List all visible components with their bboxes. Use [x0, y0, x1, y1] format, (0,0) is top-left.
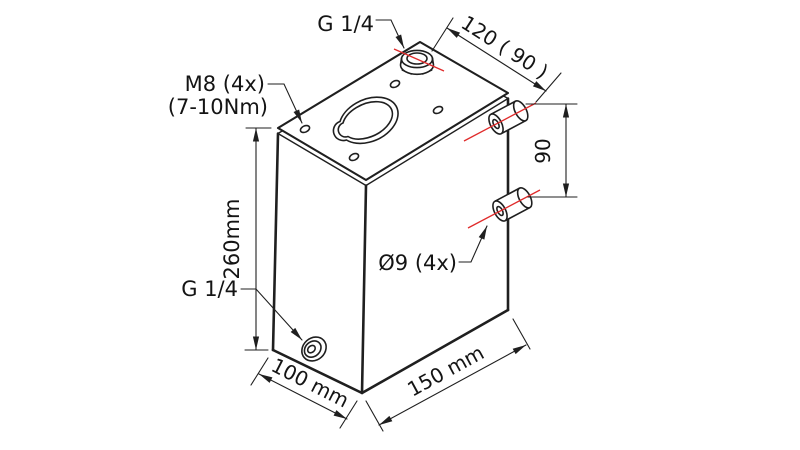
- mount-holes-text: Ø9 (4x): [378, 251, 457, 275]
- lower-boss-centerline: [467, 189, 541, 229]
- dim-90-text: 90: [531, 138, 555, 163]
- label-port-side: G 1/4: [181, 277, 303, 341]
- side-port: [301, 336, 327, 362]
- tank-bottom-edges: [271, 308, 510, 395]
- m8-hole-2: [389, 79, 401, 89]
- centerlines: [393, 48, 541, 229]
- dim-150-ext-lines: [365, 318, 531, 432]
- mount-bolts-leader: [267, 83, 303, 124]
- pump-opening-outer: [332, 96, 399, 145]
- mount-bolts-text: M8 (4x): [185, 72, 265, 96]
- dim-100-ext-lines: [250, 357, 358, 429]
- m8-hole-4: [348, 152, 360, 162]
- dim-120-ext-lines: [431, 17, 562, 103]
- label-mount-holes: Ø9 (4x): [378, 225, 488, 275]
- mount-torque-text: (7-10Nm): [168, 95, 268, 119]
- dim-120-line: [446, 27, 547, 92]
- port-top-text: G 1/4: [317, 12, 374, 36]
- m8-hole-3: [432, 105, 444, 115]
- port-side-text: G 1/4: [181, 277, 238, 301]
- dimension-260: 260mm: [220, 127, 272, 351]
- dim-150-line: [378, 344, 527, 426]
- dim-260-text: 260mm: [220, 199, 244, 280]
- label-port-top: G 1/4: [317, 12, 405, 49]
- tank-front-edge: [360, 184, 368, 395]
- mount-holes-leader: [458, 225, 488, 263]
- port-top-leader: [375, 19, 405, 49]
- port-side-leader: [240, 288, 303, 341]
- plug-centerline: [393, 48, 445, 72]
- dim-100-line: [258, 373, 348, 420]
- upper-boss-centerline: [463, 102, 537, 142]
- dimension-150: 150 mm: [365, 318, 531, 432]
- tank-left-edge: [271, 132, 280, 352]
- label-mount-bolts: M8 (4x) (7-10Nm): [168, 72, 303, 124]
- tank-top-face: [276, 40, 510, 182]
- dimension-90: 90: [525, 103, 578, 198]
- dim-150-text: 150 mm: [403, 340, 488, 401]
- dim-260-ext-lines: [244, 127, 272, 351]
- m8-hole-1: [299, 124, 311, 134]
- pump-opening-inner: [337, 100, 394, 140]
